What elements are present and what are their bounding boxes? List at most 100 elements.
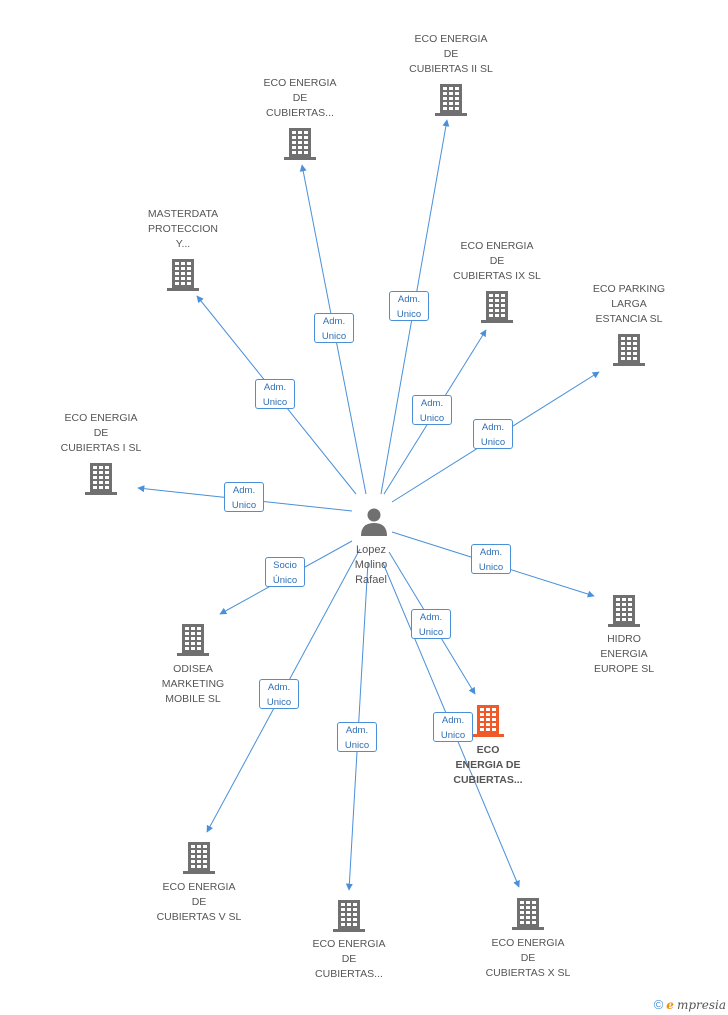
- edge-label-line: Adm.: [479, 547, 503, 558]
- company-label-c_ix[interactable]: ECO ENERGIA DE CUBIERTAS IX SL: [432, 239, 562, 284]
- building-icon[interactable]: [333, 900, 365, 932]
- edge-label-line: Unico: [231, 500, 257, 511]
- company-label-c_dots2[interactable]: ECO ENERGIA DE CUBIERTAS...: [284, 937, 414, 982]
- edge-label-line: Unico: [419, 413, 445, 424]
- building-icon[interactable]: [85, 463, 117, 495]
- edge-label-c_park[interactable]: Adm. Unico: [473, 419, 513, 449]
- edge-label-c_ii[interactable]: Adm. Unico: [389, 291, 429, 321]
- company-label-line: CUBIERTAS...: [266, 107, 334, 119]
- company-label-line: CUBIERTAS V SL: [156, 911, 242, 923]
- company-label-line: ECO ENERGIA: [162, 881, 236, 893]
- company-label-line: ECO ENERGIA: [312, 938, 386, 950]
- building-icon[interactable]: [481, 291, 513, 323]
- edge-label-line: Adm.: [267, 682, 291, 693]
- company-label-line: ENERGIA: [600, 648, 648, 660]
- company-label-line: DE: [292, 92, 308, 104]
- building-icon[interactable]: [472, 705, 504, 737]
- company-label-line: Y...: [175, 238, 191, 250]
- company-label-line: ECO: [476, 744, 500, 756]
- edge-label-line: Adm.: [263, 382, 287, 393]
- company-label-line: ECO ENERGIA: [414, 33, 488, 45]
- company-label-line: MOBILE SL: [165, 693, 221, 705]
- company-label-line: DE: [489, 255, 505, 267]
- edge-label-line: Unico: [321, 331, 347, 342]
- company-label-line: HIDRO: [607, 633, 641, 645]
- edge-label-line: Unico: [344, 740, 370, 751]
- edge-label-line: Adm.: [441, 715, 465, 726]
- building-icon[interactable]: [284, 128, 316, 160]
- edge-label-line: Adm.: [322, 316, 346, 327]
- edge-label-line: Unico: [262, 397, 288, 408]
- building-icon[interactable]: [613, 334, 645, 366]
- edge-label-line: Unico: [478, 562, 504, 573]
- company-label-line: ENERGIA DE: [455, 759, 521, 771]
- company-label-line: ECO ENERGIA: [64, 412, 138, 424]
- company-label-line: MARKETING: [161, 678, 225, 690]
- company-label-c_hidro[interactable]: HIDRO ENERGIA EUROPE SL: [559, 632, 689, 677]
- building-icon[interactable]: [512, 898, 544, 930]
- company-label-line: DE: [191, 896, 207, 908]
- edge-label-c_dots2[interactable]: Adm.Unico: [337, 722, 377, 752]
- building-icon[interactable]: [167, 259, 199, 291]
- company-label-line: DE: [93, 427, 109, 439]
- company-label-c_focus[interactable]: ECO ENERGIA DE CUBIERTAS...: [423, 743, 553, 788]
- company-label-line: DE: [443, 48, 459, 60]
- edge-label-line: Único: [272, 575, 298, 586]
- edge-label-line: Adm.: [397, 294, 421, 305]
- copyright-symbol: ©: [653, 997, 664, 1012]
- building-icon[interactable]: [435, 84, 467, 116]
- edge-label-line: Unico: [396, 309, 422, 320]
- company-label-c_v[interactable]: ECO ENERGIA DE CUBIERTAS V SL: [134, 880, 264, 925]
- building-icon[interactable]: [608, 595, 640, 627]
- company-label-c_dots1[interactable]: ECO ENERGIA DE CUBIERTAS...: [235, 76, 365, 121]
- company-label-line: EUROPE SL: [593, 663, 655, 675]
- company-label-c_odisea[interactable]: ODISEA MARKETING MOBILE SL: [128, 662, 258, 707]
- company-label-c_ii[interactable]: ECO ENERGIA DE CUBIERTAS II SL: [386, 32, 516, 77]
- company-label-line: CUBIERTAS...: [315, 968, 383, 980]
- edge-label-c_dots1[interactable]: Adm. Unico: [314, 313, 354, 343]
- person-label-line: Lopez: [356, 544, 386, 556]
- edge-label-c_master[interactable]: Adm. Unico: [255, 379, 295, 409]
- company-label-line: PROTECCION: [147, 223, 218, 235]
- company-label-line: CUBIERTAS...: [453, 774, 523, 786]
- company-label-line: ODISEA: [173, 663, 213, 675]
- edge-label-c_v[interactable]: Adm.Unico: [259, 679, 299, 709]
- building-icon[interactable]: [177, 624, 209, 656]
- edge-label-c_x[interactable]: Adm. Unico: [433, 712, 473, 742]
- company-label-line: ECO ENERGIA: [491, 937, 565, 949]
- company-label-line: LARGA: [611, 298, 647, 310]
- company-label-line: CUBIERTAS X SL: [485, 967, 571, 979]
- company-label-line: CUBIERTAS IX SL: [453, 270, 541, 282]
- company-label-line: DE: [520, 952, 536, 964]
- company-label-line: CUBIERTAS II SL: [409, 63, 493, 75]
- person-icon[interactable]: [361, 508, 387, 537]
- company-label-line: MASTERDATA: [147, 208, 219, 220]
- brand-logo-initial: e: [666, 998, 674, 1012]
- person-label-line: Rafael: [355, 574, 387, 586]
- company-label-line: CUBIERTAS I SL: [60, 442, 142, 454]
- edge-label-line: Unico: [440, 730, 466, 741]
- company-label-line: ESTANCIA SL: [595, 313, 663, 325]
- company-label-line: ECO ENERGIA: [460, 240, 534, 252]
- company-label-c_i[interactable]: ECO ENERGIA DE CUBIERTAS I SL: [36, 411, 166, 456]
- company-label-line: DE: [341, 953, 357, 965]
- company-label-line: ECO ENERGIA: [263, 77, 337, 89]
- person-label-line: Molino: [354, 559, 388, 571]
- company-label-c_x[interactable]: ECO ENERGIA DE CUBIERTAS X SL: [463, 936, 593, 981]
- edge-label-line: Adm.: [481, 422, 505, 433]
- edge-label-c_i[interactable]: Adm.Unico: [224, 482, 264, 512]
- edge-label-c_focus[interactable]: Adm. Unico: [411, 609, 451, 639]
- building-icon[interactable]: [183, 842, 215, 874]
- edge-label-line: Unico: [418, 627, 444, 638]
- edge-label-c_ix[interactable]: Adm. Unico: [412, 395, 452, 425]
- edge-label-line: Adm.: [419, 612, 443, 623]
- edge-label-line: Unico: [480, 437, 506, 448]
- edge-label-c_hidro[interactable]: Adm. Unico: [471, 544, 511, 574]
- company-label-c_master[interactable]: MASTERDATA PROTECCION Y...: [118, 207, 248, 252]
- edge-label-line: Socio: [273, 560, 297, 571]
- edge-label-line: Adm.: [420, 398, 444, 409]
